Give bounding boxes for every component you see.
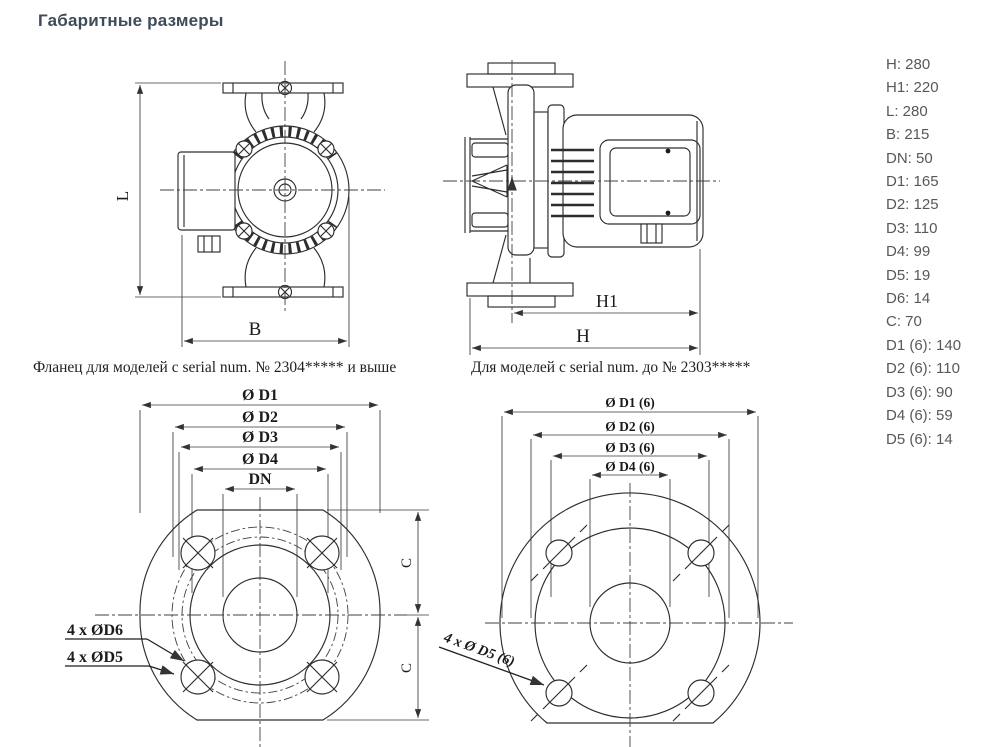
dim-label-c-bottom: C: [399, 663, 415, 673]
dimension-item: D4: 99: [886, 243, 931, 261]
bolt-holes: [180, 535, 340, 695]
page-title: Габаритные размеры: [38, 11, 224, 30]
callout-label-d6: 4 x ØD6: [67, 622, 123, 639]
dim-label-b: B: [249, 319, 262, 340]
dimension-item: D5: 19: [886, 266, 931, 284]
dimension-item: D6: 14: [886, 290, 931, 308]
dimension-list: H: 280 H1: 220 L: 280 B: 215 DN: 50 D1: …: [886, 53, 961, 451]
dimension-item: D5 (6): 14: [886, 430, 953, 448]
dimension-item: L: 280: [886, 102, 928, 120]
dim-label-d2: Ø D2: [242, 409, 278, 426]
dim-label-dn: DN: [248, 471, 272, 488]
stator-fins: [551, 148, 594, 218]
dimension-item: D3: 110: [886, 219, 938, 237]
caption-flange-new: Фланец для моделей с serial num. № 2304*…: [33, 359, 397, 376]
bolt-holes: [530, 524, 730, 722]
dim-label-d1: Ø D1: [242, 387, 278, 404]
pump-side-view-drawing: H1 H: [443, 60, 720, 355]
flange-screws: [235, 140, 335, 240]
callout-label-d5-6: 4 x Ø D5 (6): [441, 629, 517, 670]
dim-label-c-top: C: [399, 558, 415, 568]
dimension-item: D2 (6): 110: [886, 360, 960, 378]
dim-label-d4: Ø D4: [242, 451, 278, 468]
pump-front-view-drawing: L B: [113, 61, 385, 347]
dim-label-h1: H1: [596, 291, 618, 311]
dimension-item: D3 (6): 90: [886, 383, 953, 401]
flange-drawing-new: Ø D1 Ø D2 Ø D3 Ø D4 DN: [65, 387, 429, 747]
caption-flange-old: Для моделей с serial num. до № 2303*****: [471, 359, 751, 376]
dimension-item: D4 (6): 59: [886, 407, 953, 425]
dimension-item: DN: 50: [886, 149, 933, 167]
dimension-item: B: 215: [886, 126, 930, 144]
dimension-item: H: 280: [886, 56, 931, 73]
callout-label-d5: 4 x ØD5: [67, 649, 123, 666]
dim-label-d4-6: Ø D4 (6): [605, 459, 655, 474]
dim-label-l: L: [113, 191, 132, 201]
flange-drawing-old: Ø D1 (6) Ø D2 (6) Ø D3 (6) Ø D4 (6): [438, 395, 793, 747]
dimension-item: H1: 220: [886, 79, 939, 97]
dim-label-d1-6: Ø D1 (6): [605, 395, 655, 410]
dim-label-d3: Ø D3: [242, 429, 278, 446]
dim-label-d2-6: Ø D2 (6): [605, 419, 655, 434]
dimension-item: D1 (6): 140: [886, 336, 962, 354]
dimension-item: D1: 165: [886, 173, 939, 191]
dim-label-d3-6: Ø D3 (6): [605, 440, 655, 455]
dimension-item: D2: 125: [886, 196, 939, 214]
dimension-item: C: 70: [886, 313, 922, 331]
dim-label-h: H: [576, 326, 590, 347]
